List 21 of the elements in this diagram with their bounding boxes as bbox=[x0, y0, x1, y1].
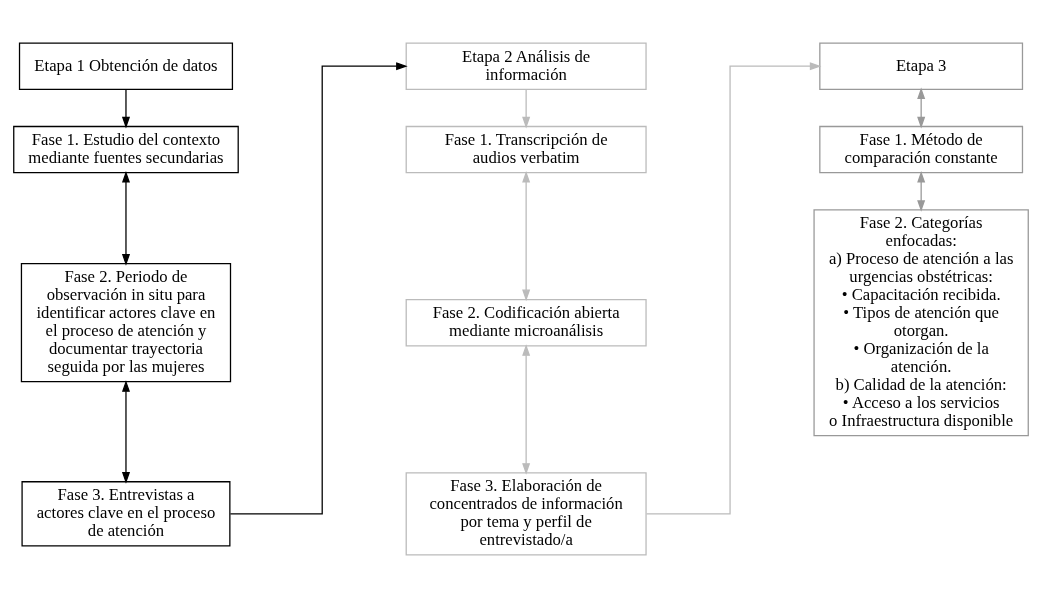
node-box: Fase 3. Elaboración de concentrados de información por tema y perfil de entrevistado/a bbox=[405, 471, 647, 555]
node-box: Fase 2. Periodo de observación in situ para identificar actores clave en el proceso de atención y documentar trayectoria seguida por las mujeres bbox=[20, 262, 232, 382]
node-box: Fase 3. Entrevistas a actores clave en el proceso de atención bbox=[21, 480, 231, 547]
arrow bbox=[917, 87, 926, 128]
node-box: Etapa 1 Obtención de datos bbox=[18, 42, 234, 90]
node-box: Fase 1. Método de comparación constante bbox=[819, 125, 1024, 173]
arrow bbox=[121, 88, 131, 128]
arrow bbox=[522, 343, 531, 475]
arrow bbox=[121, 170, 131, 266]
node-box: Fase 2. Categorías enfocadas: a) Proceso de atención a las urgencias obstétricas: • Capacitación recibida. • Tipos de atención que otorgan. • Organización de la atención. b) Calidad de la atención: • Acceso a los servicios o Infraestructura disponible bbox=[813, 208, 1029, 436]
node-box: Etapa 2 Análisis de información bbox=[405, 42, 647, 90]
arrow bbox=[917, 170, 926, 212]
node-box: Fase 1. Transcripción de audios verbatim bbox=[405, 125, 647, 173]
node-box: Fase 2. Codificación abierta mediante microanálisis bbox=[405, 298, 647, 346]
node-box: Etapa 3 bbox=[819, 42, 1024, 90]
arrow bbox=[229, 61, 408, 514]
node-box: Fase 1. Estudio del contexto mediante fuentes secundarias bbox=[13, 125, 239, 173]
arrow bbox=[645, 61, 822, 514]
arrow bbox=[121, 379, 131, 484]
arrow bbox=[522, 88, 531, 128]
arrow bbox=[522, 170, 531, 301]
